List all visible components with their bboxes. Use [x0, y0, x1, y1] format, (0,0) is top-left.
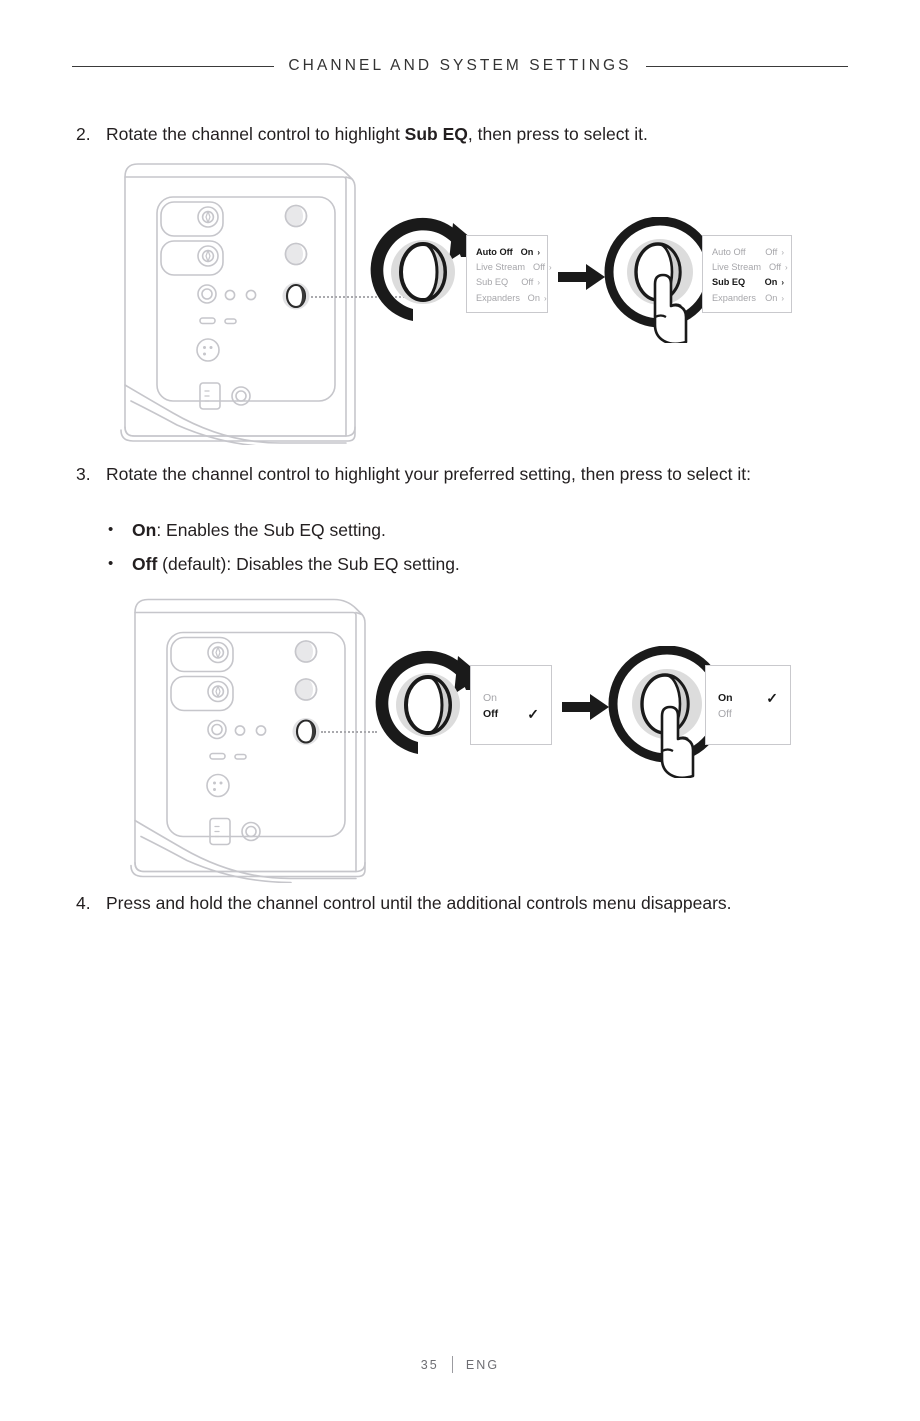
chevron-right-icon: ›	[537, 278, 540, 288]
on-off-panel-before[interactable]: On ✓ Off ✓	[470, 665, 552, 745]
choice-row[interactable]: Off ✓	[483, 706, 539, 722]
choice-row-label: On	[718, 692, 733, 704]
sequence-arrow-icon-1	[558, 264, 605, 290]
menu-row[interactable]: Live Stream Off ›	[712, 260, 788, 275]
bullet-bold: On	[132, 520, 157, 540]
chevron-right-icon: ›	[785, 263, 788, 273]
choice-row[interactable]: On ✓	[483, 690, 539, 706]
page-footer: 35 ENG	[0, 1356, 920, 1373]
menu-row-label: Sub EQ	[476, 277, 509, 288]
step-2-text: Rotate the channel control to highlight …	[106, 121, 648, 147]
menu-row-label: Expanders	[476, 292, 520, 303]
callout-dotted-line-2	[321, 731, 377, 733]
chevron-right-icon: ›	[543, 293, 547, 303]
check-icon: ✓	[527, 706, 539, 722]
header-rule-left	[72, 65, 275, 67]
list-item: • Off (default): Disables the Sub EQ set…	[108, 551, 748, 577]
menu-row-value: Off	[765, 247, 778, 257]
choice-row-label: Off	[718, 708, 732, 720]
menu-row[interactable]: Expanders On ›	[476, 291, 547, 306]
rotate-arrow-icon	[375, 650, 482, 754]
header-rule-right	[645, 65, 849, 67]
step-4: 4. Press and hold the channel control un…	[76, 890, 866, 916]
menu-row-value: On	[765, 292, 778, 303]
choice-row[interactable]: On ✓	[718, 690, 778, 706]
menu-row-label: Live Stream	[476, 262, 526, 273]
press-finger-icon	[604, 216, 716, 346]
bullet-rest: (default): Disables the Sub EQ setting.	[157, 554, 460, 574]
menu-row-value: On	[527, 292, 540, 303]
choice-row-label: On	[483, 692, 498, 704]
rotate-knob-graphic-1	[367, 217, 479, 327]
menu-row-value: On	[520, 247, 534, 257]
step-3-text: Rotate the channel control to highlight …	[106, 464, 751, 484]
speaker-rear-illustration	[120, 163, 356, 445]
menu-row-label: Live Stream	[712, 262, 762, 273]
settings-menu-after[interactable]: Auto Off Off › Live Stream Off › Sub EQ …	[702, 235, 792, 313]
bullet-marker: •	[108, 521, 114, 538]
figure-select-sub-eq: Auto Off On › Live Stream Off › Sub EQ O…	[115, 155, 815, 445]
check-icon: ✓	[766, 690, 778, 706]
bullet-text: On: Enables the Sub EQ setting.	[132, 517, 386, 543]
menu-row-label: Expanders	[712, 292, 756, 303]
chevron-right-icon: ›	[537, 248, 540, 257]
menu-row[interactable]: Sub EQ On ›	[712, 275, 784, 290]
menu-row-value: Off	[768, 262, 782, 273]
speaker-rear-illustration	[130, 598, 366, 883]
footer-divider	[451, 1356, 453, 1373]
menu-row[interactable]: Expanders On ›	[712, 291, 784, 306]
bullet-marker: •	[108, 555, 114, 572]
bullet-text: Off (default): Disables the Sub EQ setti…	[132, 551, 460, 577]
page-title: CHANNEL AND SYSTEM SETTINGS	[288, 57, 632, 74]
sequence-arrow-icon-2	[562, 694, 609, 720]
on-off-panel-after[interactable]: On ✓ Off ✓	[705, 665, 791, 745]
menu-row-value: Off	[532, 262, 546, 273]
step-3-number: 3.	[76, 464, 91, 484]
menu-row-label: Auto Off	[712, 247, 746, 257]
step-2-text-after: , then press to select it.	[467, 124, 648, 144]
figure-choose-on-off: On ✓ Off ✓ On ✓ Off ✓	[125, 588, 815, 883]
language-code: ENG	[465, 1357, 500, 1372]
settings-menu-before[interactable]: Auto Off On › Live Stream Off › Sub EQ O…	[466, 235, 552, 313]
menu-row-label: Auto Off	[476, 247, 513, 257]
chevron-right-icon: ›	[781, 293, 784, 303]
step-3: 3. Rotate the channel control to highlig…	[76, 461, 796, 487]
step-2-number: 2.	[76, 124, 91, 144]
choice-row[interactable]: Off ✓	[718, 706, 778, 722]
press-knob-graphic-1	[604, 216, 716, 346]
step-3-bullet-list: • On: Enables the Sub EQ setting. • Off …	[108, 517, 748, 585]
choice-row-label: Off	[483, 708, 499, 720]
step-2: 2. Rotate the channel control to highlig…	[76, 121, 816, 147]
menu-row[interactable]: Sub EQ Off ›	[476, 275, 540, 290]
menu-row-label: Sub EQ	[712, 277, 746, 288]
callout-dotted-line-1	[311, 296, 409, 298]
chevron-right-icon: ›	[781, 278, 784, 288]
step-2-text-bold: Sub EQ	[404, 124, 468, 144]
bullet-bold: Off	[132, 554, 158, 574]
list-item: • On: Enables the Sub EQ setting.	[108, 517, 748, 543]
page-number: 35	[420, 1357, 439, 1372]
chevron-right-icon: ›	[781, 248, 784, 257]
bullet-rest: : Enables the Sub EQ setting.	[156, 520, 386, 540]
step-2-text-before: Rotate the channel control to highlight	[106, 124, 405, 144]
rotate-knob-graphic-2	[372, 650, 484, 760]
menu-row-value: Off	[521, 277, 534, 288]
step-4-number: 4.	[76, 893, 91, 913]
menu-row[interactable]: Auto Off On ›	[476, 245, 540, 260]
menu-row[interactable]: Auto Off Off ›	[712, 245, 784, 260]
menu-row[interactable]: Live Stream Off ›	[476, 260, 552, 275]
page-header: CHANNEL AND SYSTEM SETTINGS	[72, 52, 849, 80]
step-4-text: Press and hold the channel control until…	[106, 893, 732, 913]
chevron-right-icon: ›	[549, 263, 552, 273]
rotate-arrow-icon	[370, 217, 477, 321]
menu-row-value: On	[764, 277, 778, 288]
